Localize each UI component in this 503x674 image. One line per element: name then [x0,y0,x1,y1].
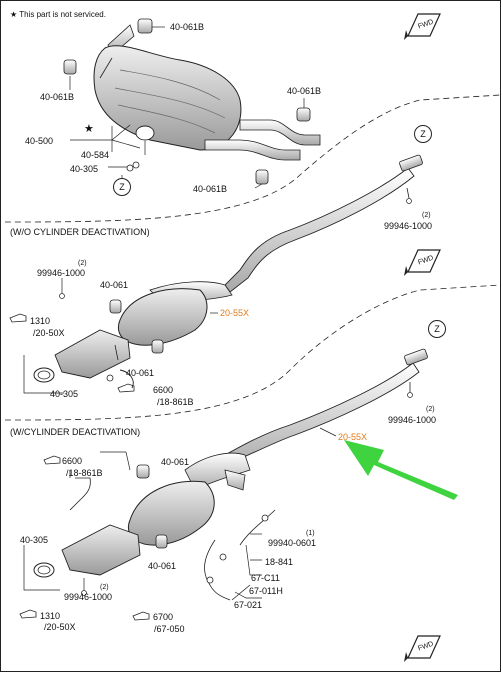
gasket-40-584 [135,125,155,141]
qty-label: (1) [306,530,315,537]
legend-note: ★ This part is not serviced. [10,10,106,19]
legend-note-text: This part is not serviced. [19,10,106,19]
part-label: 99946-1000 [64,592,113,602]
part-label: 67-C11 [251,573,280,583]
part-label: 1310 [30,316,51,326]
star-icon: ★ [10,10,18,19]
gasket-40-305-wo [33,367,55,383]
section-title-wo: (W/O CYLINDER DEACTIVATION) [10,227,150,237]
part-label: 6600 [153,385,174,395]
part-label: 99946-1000 [37,268,86,278]
gasket-40-305-w [33,562,55,578]
part-label: 99946-1000 [388,415,437,425]
part-label: /67-050 [154,624,185,634]
front-pipe-wo [54,154,423,379]
part-label: 18-841 [265,557,294,567]
qty-label: (2) [426,406,435,413]
part-label: /20-50X [44,622,76,632]
muffler-assembly [93,24,321,161]
part-label: /18-861B [66,468,103,478]
qty-label: (2) [100,584,109,591]
part-label: 67-011H [249,586,283,596]
fwd-icon [404,635,441,662]
ref-circle: Z [113,178,131,196]
part-label-highlight: 20-55X [220,308,250,318]
part-label: 40-500 [25,136,54,146]
part-label: 40-305 [50,389,79,399]
part-label: 40-061B [40,92,75,102]
part-label: 40-061 [126,368,155,378]
part-label: 40-061B [170,22,205,32]
part-label: 40-061 [100,280,129,290]
section-divider-1 [4,94,501,223]
part-label-highlight: 20-55X [338,432,368,442]
qty-label: (2) [422,212,431,219]
section-divider-2 [4,284,501,421]
part-label: 40-061 [148,561,177,571]
part-label: 40-305 [20,535,49,545]
section-title-w: (W/CYLINDER DEACTIVATION) [10,427,141,437]
hanger-rubbers-top [63,18,311,185]
fwd-icon [404,13,441,40]
part-label: 40-061 [161,457,190,467]
part-label: 99940-0601 [268,538,317,548]
not-serviced-star-icon: ★ [84,123,94,135]
ref-circle: Z [428,320,446,338]
part-label: 67-021 [234,600,263,610]
part-label: 40-305 [70,164,99,174]
ref-circle: Z [414,125,432,143]
part-label: 99946-1000 [384,221,433,231]
reference-hand-icon [9,313,150,621]
part-label: 6600 [62,456,83,466]
part-label: /18-861B [157,397,194,407]
fwd-icon [404,249,441,276]
part-label: 6700 [153,612,174,622]
part-label: 40-061B [193,184,228,194]
qty-label: (2) [78,260,87,267]
front-pipe-w [61,348,428,576]
highlight-arrow [344,440,458,500]
part-label: /20-50X [33,328,65,338]
part-label: 40-061B [287,86,322,96]
part-label: 40-584 [81,150,110,160]
part-label: 1310 [40,611,61,621]
